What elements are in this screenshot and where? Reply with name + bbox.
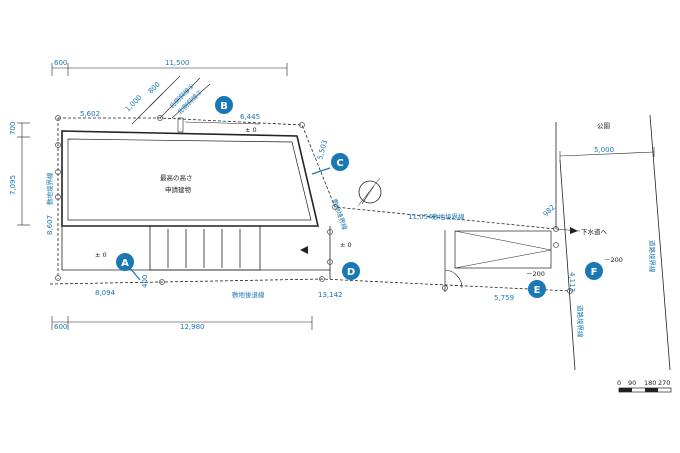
level-right: ± 0 <box>340 241 352 249</box>
label-max-height: 最高の高さ <box>160 173 193 182</box>
entrance-arrow <box>300 246 308 254</box>
dim-lower-13142: 13,142 <box>318 291 343 299</box>
label-road-boundary-2: 道路境界線 <box>576 305 585 338</box>
level-left: ± 0 <box>95 251 107 259</box>
label-site-boundary-mid: 敷地境界線 <box>330 198 350 232</box>
label-site-boundary-right: 敷地境界線 <box>432 212 465 221</box>
bottom-dimension-lines <box>51 316 313 330</box>
dim-oblique-2: 800 <box>147 80 162 95</box>
dim-upper-left: 5,602 <box>80 110 100 118</box>
road-lines <box>555 114 671 371</box>
dim-top-left: 600 <box>54 59 67 67</box>
parking-area <box>444 230 552 292</box>
boundary-points <box>55 115 573 294</box>
svg-text:A: A <box>121 258 129 269</box>
dim-c: 5,503 <box>316 139 329 160</box>
dim-small-4113: 4,113 <box>568 272 576 292</box>
top-dimension-lines <box>51 63 288 76</box>
scale-label-180: 180 <box>644 379 656 387</box>
scale-label-0: 0 <box>617 379 621 387</box>
level-minus-2: －200 <box>604 256 623 264</box>
scale-label-270: 270 <box>658 379 670 387</box>
dim-lower-8094: 8,094 <box>95 289 116 297</box>
marker-e: E <box>528 280 546 298</box>
dim-left-7095: 7,095 <box>9 175 17 195</box>
building-outline <box>61 130 331 279</box>
svg-text:C: C <box>336 158 343 169</box>
left-dimension-lines <box>17 122 30 226</box>
svg-text:E: E <box>534 285 541 296</box>
dim-lower-5759: 5,759 <box>494 294 514 302</box>
label-site-boundary-left: 敷地境界線 <box>45 172 54 205</box>
dim-left-700: 700 <box>9 122 17 135</box>
marker-a: A <box>116 253 141 281</box>
marker-f: F <box>585 262 603 280</box>
label-sewer: 下水道へ <box>581 227 608 236</box>
label-road-boundary-1: 道路境界線 <box>648 240 657 273</box>
scale-bar <box>618 387 672 393</box>
dim-small-400: 400 <box>141 275 149 288</box>
level-top: ± 0 <box>245 126 257 134</box>
scale-label-90: 90 <box>628 379 636 387</box>
north-slope-lines <box>131 75 261 133</box>
dim-top-total: 11,500 <box>165 59 190 67</box>
svg-text:F: F <box>591 267 598 278</box>
level-minus-1: －200 <box>526 270 545 278</box>
dim-mid-11054: 11,054 <box>408 213 433 221</box>
dim-left-8607: 8,607 <box>46 215 54 235</box>
dim-bottom-12980: 12,980 <box>180 323 205 331</box>
label-site-road-line: 敷地後退線 <box>232 290 265 299</box>
marker-d: D <box>342 262 360 280</box>
svg-text:D: D <box>347 267 355 278</box>
dim-bottom-600: 600 <box>54 323 67 331</box>
dim-road-5000: 5,000 <box>594 146 614 154</box>
dim-small-982: 982 <box>542 203 557 218</box>
dim-upper-right: 6,445 <box>240 113 260 121</box>
north-compass-icon <box>357 177 382 207</box>
site-boundary <box>49 117 571 292</box>
marker-b: B <box>215 96 233 114</box>
label-park: 公園 <box>597 122 610 130</box>
svg-text:B: B <box>220 101 228 112</box>
marker-c: C <box>331 153 349 171</box>
dim-oblique-1: 1,000 <box>124 94 144 114</box>
label-building: 申請建物 <box>165 185 192 194</box>
